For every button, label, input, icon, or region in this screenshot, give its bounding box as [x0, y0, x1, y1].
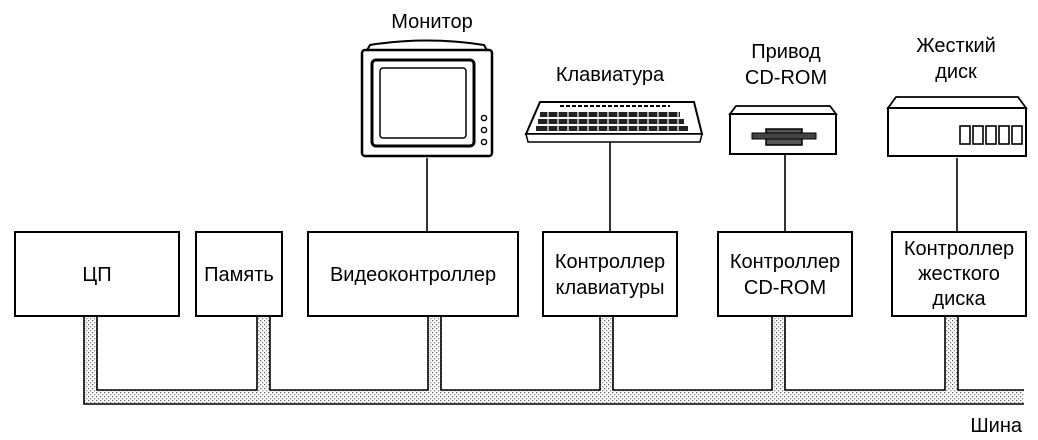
- memory-label: Память: [204, 264, 274, 286]
- keyboard-icon: [524, 101, 704, 143]
- system-bus: [83, 316, 1024, 405]
- video-controller-label: Видеоконтроллер: [330, 264, 496, 286]
- cdrom-controller-box: Контроллер CD-ROM: [717, 231, 853, 317]
- disk-device-label-line2: диск: [935, 61, 977, 83]
- cdrom-device-label-line1: Привод: [751, 41, 821, 63]
- cdrom-controller-label-line1: Контроллер: [730, 251, 840, 273]
- monitor-label: Монитор: [391, 11, 472, 33]
- cdrom-device-label-line2: CD-ROM: [745, 67, 827, 89]
- keyboard-controller-label-line1: Контроллер: [555, 251, 665, 273]
- cdrom-drive-icon: [728, 105, 838, 155]
- hard-disk-icon: [886, 96, 1028, 157]
- bus-label: Шина: [970, 415, 1023, 437]
- cpu-box: ЦП: [14, 231, 180, 317]
- disk-device-label-line1: Жесткий: [916, 35, 996, 57]
- cdrom-controller-label-line2: CD-ROM: [744, 277, 826, 299]
- monitor-icon: [360, 39, 494, 158]
- disk-controller-box: Контроллер жесткого диска: [891, 231, 1027, 317]
- memory-box: Память: [195, 231, 283, 317]
- keyboard-device-label: Клавиатура: [556, 64, 665, 86]
- disk-controller-label-line2: жесткого: [918, 263, 1000, 285]
- keyboard-controller-box: Контроллер клавиатуры: [542, 231, 678, 317]
- cpu-label: ЦП: [82, 264, 111, 286]
- disk-controller-label-line3: диска: [932, 288, 986, 310]
- keyboard-controller-label-line2: клавиатуры: [556, 277, 665, 299]
- disk-controller-label-line1: Контроллер: [904, 238, 1014, 260]
- video-controller-box: Видеоконтроллер: [307, 231, 519, 317]
